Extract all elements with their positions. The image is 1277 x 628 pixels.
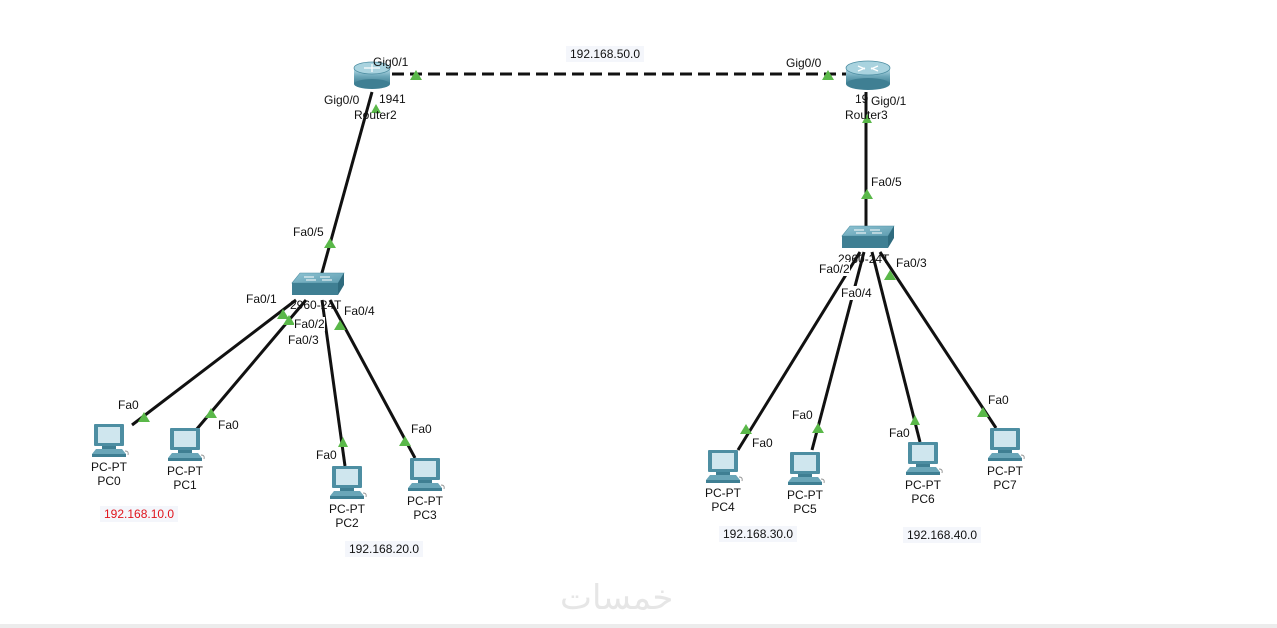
port-indicator (740, 424, 752, 434)
link-switch2-pc4[interactable] (736, 251, 862, 451)
port-indicator (910, 415, 920, 425)
link-switch1-pc3[interactable] (328, 299, 417, 459)
pc-type-label: PC-PT (407, 494, 443, 508)
pc-type-label: PC-PT (905, 478, 941, 492)
port-label-sw1-fa02: Fa0/2 (294, 317, 325, 331)
pc-type-label: PC-PT (787, 488, 823, 502)
pc6-icon[interactable] (906, 442, 943, 475)
pc3-icon[interactable] (408, 458, 445, 491)
port-indicator (338, 437, 348, 447)
port-label-pc7-fa0: Fa0 (988, 393, 1009, 407)
port-indicators (138, 70, 989, 447)
port-label-pc2-fa0: Fa0 (316, 448, 337, 462)
switch2-model-label: 2960-24T (838, 252, 890, 266)
switch1-model-label: 2960-24T (290, 298, 342, 312)
pc-name-label: PC0 (97, 474, 121, 488)
watermark: خمسات (560, 578, 674, 618)
port-indicator (277, 309, 289, 319)
port-label-pc5-fa0: Fa0 (792, 408, 813, 422)
network-label-20: 192.168.20.0 (345, 541, 424, 557)
pc-type-label: PC-PT (91, 460, 127, 474)
network-label-10: 192.168.10.0 (100, 506, 179, 522)
router3-model-label: 19 (855, 92, 869, 106)
port-label-r3-gig01: Gig0/1 (871, 94, 907, 108)
pc-name-label: PC2 (335, 516, 359, 530)
router3-icon[interactable] (845, 60, 891, 90)
pc-name-label: PC1 (173, 478, 197, 492)
port-label-pc3-fa0: Fa0 (411, 422, 432, 436)
port-label-pc0-fa0: Fa0 (118, 398, 139, 412)
port-label-r2-gig01: Gig0/1 (373, 55, 409, 69)
port-indicator (812, 423, 824, 433)
port-indicator (861, 189, 873, 199)
port-label-sw1-fa01: Fa0/1 (246, 292, 277, 306)
port-indicator (884, 270, 896, 280)
router2-name-label: Router2 (354, 108, 397, 122)
pc-name-label: PC7 (993, 478, 1017, 492)
port-label-sw2-fa02: Fa0/2 (819, 262, 850, 276)
pc-type-label: PC-PT (167, 464, 203, 478)
port-label-pc1-fa0: Fa0 (218, 418, 239, 432)
router2-model-label: 1941 (379, 92, 406, 106)
port-label-pc4-fa0: Fa0 (752, 436, 773, 450)
pc1-icon[interactable] (168, 428, 205, 461)
bottom-divider (0, 624, 1277, 628)
links (131, 72, 998, 467)
link-switch1-pc2[interactable] (320, 299, 347, 467)
port-indicator (410, 70, 422, 80)
port-label-sw1-fa04: Fa0/4 (344, 304, 375, 318)
pc-name-label: PC4 (711, 500, 735, 514)
port-label-sw1-fa03: Fa0/3 (288, 333, 319, 347)
pc4-icon[interactable] (706, 450, 743, 483)
port-label-r3-gig00: Gig0/0 (786, 56, 822, 70)
pc5-icon[interactable] (788, 452, 825, 485)
router2-icon[interactable] (353, 61, 391, 89)
pc7-icon[interactable] (988, 428, 1025, 461)
pc-type-label: PC-PT (705, 486, 741, 500)
port-label-pc6-fa0: Fa0 (889, 426, 910, 440)
router3-name-label: Router3 (845, 108, 888, 122)
port-indicator (862, 114, 872, 123)
pc-type-label: PC-PT (329, 502, 365, 516)
port-label-r2-gig00: Gig0/0 (324, 93, 360, 107)
pc2-icon[interactable] (330, 466, 367, 499)
network-label-30: 192.168.30.0 (719, 526, 798, 542)
port-label-sw1-fa05: Fa0/5 (293, 225, 324, 239)
port-label-sw2-fa04: Fa0/4 (841, 286, 872, 300)
port-indicator (977, 407, 989, 417)
pc-name-label: PC6 (911, 492, 935, 506)
port-indicator (822, 70, 834, 80)
port-indicator (138, 412, 150, 422)
link-router2-switch1[interactable] (318, 91, 374, 281)
port-indicator (371, 104, 381, 113)
pc0-icon[interactable] (92, 424, 129, 457)
link-switch2-pc5[interactable] (810, 251, 866, 451)
switch2-icon[interactable] (841, 225, 895, 248)
port-indicator (334, 320, 346, 330)
pc-name-label: PC3 (413, 508, 437, 522)
port-indicator (283, 315, 295, 325)
pc-name-label: PC5 (793, 502, 817, 516)
pc-type-label: PC-PT (987, 464, 1023, 478)
port-indicator (324, 238, 336, 248)
port-label-sw2-fa03: Fa0/3 (896, 256, 927, 270)
link-switch1-pc0[interactable] (131, 298, 297, 427)
port-label-sw2-fa05: Fa0/5 (871, 175, 902, 189)
switch1-icon[interactable] (291, 272, 345, 295)
network-label-50: 192.168.50.0 (566, 46, 645, 62)
link-switch2-pc7[interactable] (878, 251, 998, 429)
network-label-40: 192.168.40.0 (903, 527, 982, 543)
link-switch2-pc6[interactable] (870, 251, 922, 443)
port-indicator (205, 408, 217, 418)
port-indicator (399, 436, 411, 446)
